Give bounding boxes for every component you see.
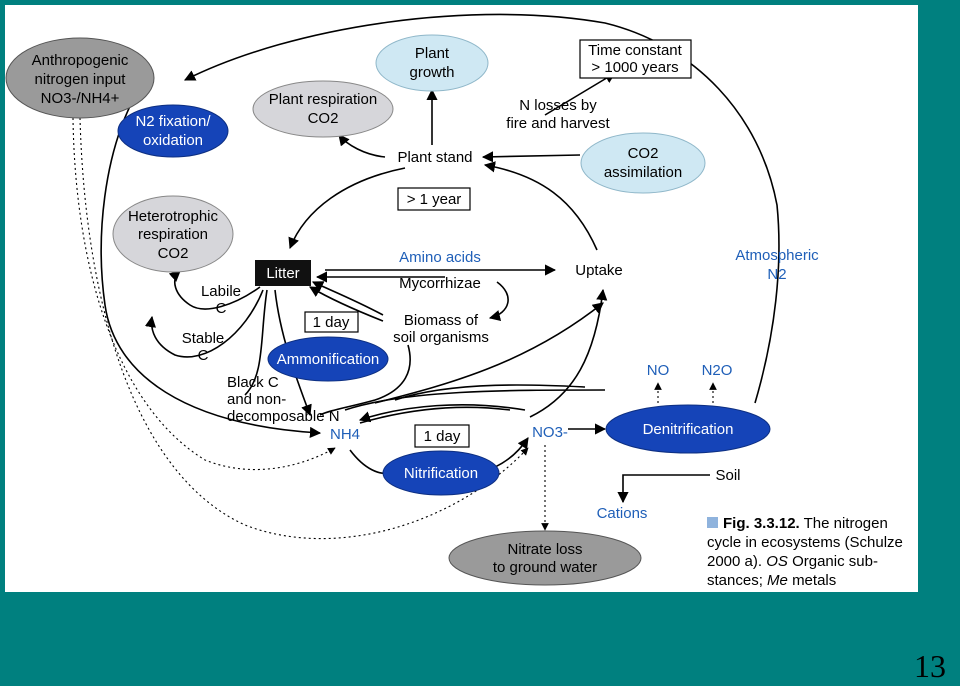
dotted-connectors xyxy=(72,117,717,540)
connectors xyxy=(100,13,780,504)
plant-growth-line1: Plant xyxy=(415,45,450,62)
heterotrophic-respiration-node: Heterotrophic respiration CO2 xyxy=(112,195,234,273)
anthropogenic-line2: nitrogen input xyxy=(35,71,127,88)
cations-label: Cations xyxy=(597,505,648,522)
n2-fixation-line2: oxidation xyxy=(143,132,203,149)
ammonification-node: Ammonification xyxy=(267,336,389,382)
nitrification-label: Nitrification xyxy=(404,465,478,482)
nitrification-node: Nitrification xyxy=(382,450,500,496)
time-constant-box: Time constant > 1000 years xyxy=(579,39,692,79)
n-losses-line1: N losses by xyxy=(519,97,597,114)
biomass-line2: soil organisms xyxy=(393,329,489,346)
plant-respiration-line2: CO2 xyxy=(308,110,339,127)
uptake-label: Uptake xyxy=(575,262,623,279)
heterotrophic-line2: respiration xyxy=(138,226,208,243)
labile-line1: Labile xyxy=(201,283,241,300)
caption-line4a: stances; xyxy=(707,572,763,589)
nitrate-loss-line2: to ground water xyxy=(493,559,597,576)
time-constant-line1: Time constant xyxy=(588,42,682,59)
n2-fixation-line1: N2 fixation/ xyxy=(135,113,211,130)
caption-marker-icon xyxy=(707,517,718,528)
caption-line4c: metals xyxy=(792,572,836,589)
stable-line2: C xyxy=(198,347,209,364)
soil-label: Soil xyxy=(715,467,740,484)
heterotrophic-line3: CO2 xyxy=(158,245,189,262)
nitrogen-cycle-diagram: Anthropogenic nitrogen input NO3-/NH4+ N… xyxy=(5,13,903,589)
nh4-label: NH4 xyxy=(330,426,360,443)
one-day-label-upper: 1 day xyxy=(313,314,350,331)
n2o-label: N2O xyxy=(702,362,733,379)
plant-respiration-line1: Plant respiration xyxy=(269,91,377,108)
ammonification-label: Ammonification xyxy=(277,351,380,368)
black-c-line3: decomposable N xyxy=(227,408,340,425)
atmospheric-line2: N2 xyxy=(767,266,786,283)
denitrification-label: Denitrification xyxy=(643,421,734,438)
caption-fig-number: Fig. 3.3.12. xyxy=(723,515,800,532)
black-c-line2: and non- xyxy=(227,391,286,408)
one-day-box-lower: 1 day xyxy=(414,424,470,448)
figure-caption: Fig. 3.3.12. The nitrogen cycle in ecosy… xyxy=(707,515,903,589)
nitrate-loss-node: Nitrate loss to ground water xyxy=(448,530,642,586)
amino-acids-label: Amino acids xyxy=(399,249,481,266)
caption-line3a: 2000 a). xyxy=(707,553,762,570)
caption-line3c: Organic sub- xyxy=(792,553,878,570)
co2-assimilation-line1: CO2 xyxy=(628,145,659,162)
plant-respiration-node: Plant respiration CO2 xyxy=(252,80,394,138)
svg-text:stances; Me metals: stances; Me metals xyxy=(707,572,836,589)
one-year-label: > 1 year xyxy=(407,191,462,208)
caption-line1: The nitrogen xyxy=(804,515,888,532)
plant-growth-line2: growth xyxy=(409,64,454,81)
co2-assimilation-node: CO2 assimilation xyxy=(580,132,706,194)
caption-line4b: Me xyxy=(767,572,788,589)
litter-box: Litter xyxy=(255,260,311,286)
litter-label: Litter xyxy=(266,265,299,282)
anthropogenic-line3: NO3-/NH4+ xyxy=(41,90,120,107)
no3-label: NO3- xyxy=(532,424,568,441)
svg-text:Fig. 3.3.12. The nitrogen: Fig. 3.3.12. The nitrogen xyxy=(723,515,888,532)
stable-line1: Stable xyxy=(182,330,225,347)
figure-panel: Anthropogenic nitrogen input NO3-/NH4+ N… xyxy=(5,5,918,592)
biomass-line1: Biomass of xyxy=(404,312,479,329)
atmospheric-line1: Atmospheric xyxy=(735,247,819,264)
plant-growth-node: Plant growth xyxy=(375,34,489,92)
one-day-label-lower: 1 day xyxy=(424,428,461,445)
no-label: NO xyxy=(647,362,670,379)
heterotrophic-line1: Heterotrophic xyxy=(128,208,219,225)
one-year-box: > 1 year xyxy=(397,187,471,211)
denitrification-node: Denitrification xyxy=(605,404,771,454)
one-day-box-upper: 1 day xyxy=(304,311,359,333)
time-constant-line2: > 1000 years xyxy=(591,59,678,76)
n-losses-line2: fire and harvest xyxy=(506,115,610,132)
co2-assimilation-line2: assimilation xyxy=(604,164,682,181)
n2-fixation-node: N2 fixation/ oxidation xyxy=(117,104,229,158)
mycorrhizae-label: Mycorrhizae xyxy=(399,275,481,292)
caption-line2: cycle in ecosystems (Schulze xyxy=(707,534,903,551)
anthropogenic-input-node: Anthropogenic nitrogen input NO3-/NH4+ xyxy=(5,37,155,119)
labile-line2: C xyxy=(216,300,227,317)
page-number: 13 xyxy=(914,648,946,684)
svg-text:2000 a). OS Organic sub-: 2000 a). OS Organic sub- xyxy=(707,553,878,570)
caption-line3b: OS xyxy=(766,553,788,570)
black-c-line1: Black C xyxy=(227,374,279,391)
plant-stand-label: Plant stand xyxy=(397,149,472,166)
anthropogenic-line1: Anthropogenic xyxy=(32,52,129,69)
nitrate-loss-line1: Nitrate loss xyxy=(507,541,582,558)
